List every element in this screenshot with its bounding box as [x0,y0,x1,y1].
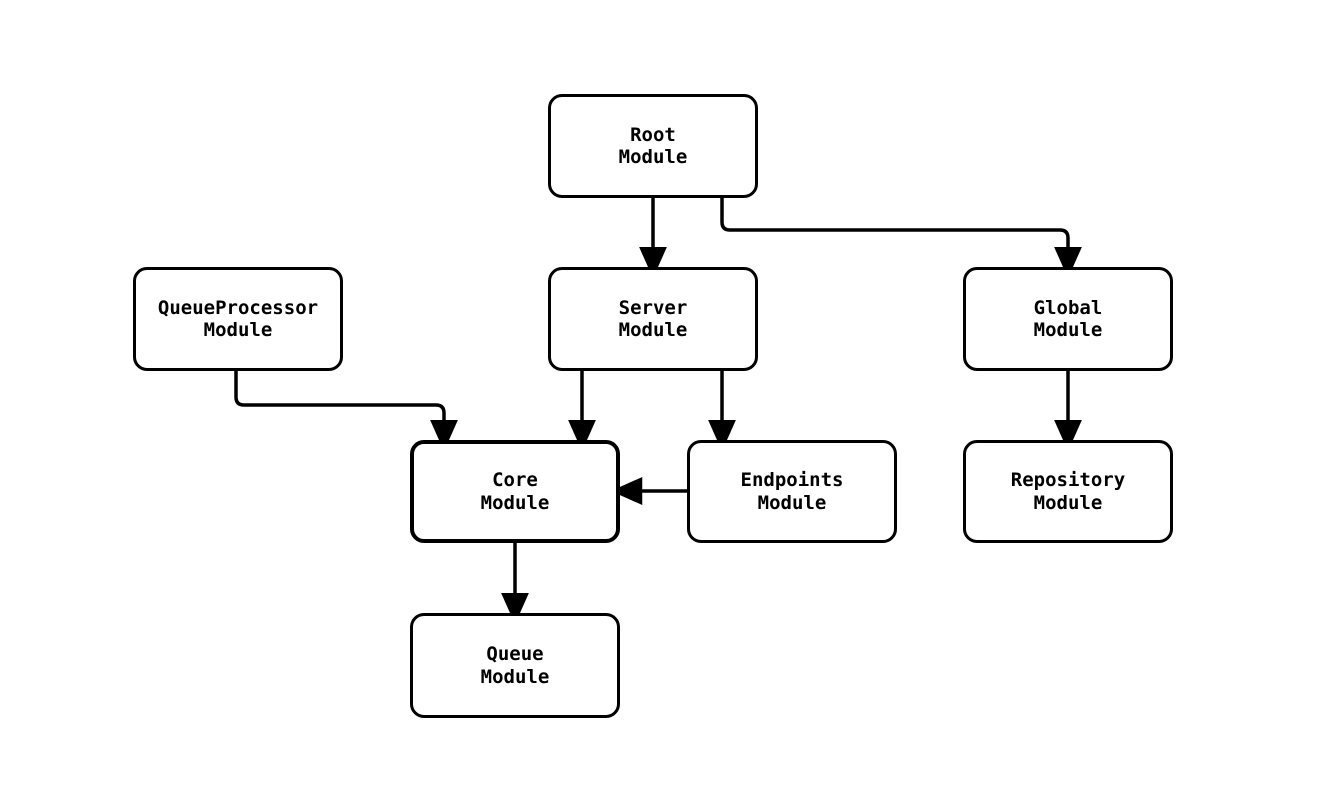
node-server-module[interactable]: Server Module [548,267,758,371]
node-endpoints-module-label: Endpoints Module [740,469,844,514]
node-core-module[interactable]: Core Module [410,440,620,543]
node-repository-module-label: Repository Module [1010,469,1126,514]
node-queue-module[interactable]: Queue Module [410,613,620,718]
node-queueprocessor-module-label: QueueProcessor Module [157,296,319,341]
node-queue-module-label: Queue Module [480,643,550,688]
node-core-module-label: Core Module [480,469,550,514]
edge-group [234,198,1082,625]
edge-queueprocessor-core [234,371,458,452]
node-repository-module[interactable]: Repository Module [963,440,1173,543]
node-endpoints-module[interactable]: Endpoints Module [687,440,897,543]
node-global-module-label: Global Module [1033,296,1103,341]
node-queueprocessor-module[interactable]: QueueProcessor Module [133,267,343,371]
node-root-module-label: Root Module [618,123,688,168]
node-root-module[interactable]: Root Module [548,94,758,198]
node-server-module-label: Server Module [618,296,688,341]
node-global-module[interactable]: Global Module [963,267,1173,371]
edge-root-global [720,198,1082,279]
